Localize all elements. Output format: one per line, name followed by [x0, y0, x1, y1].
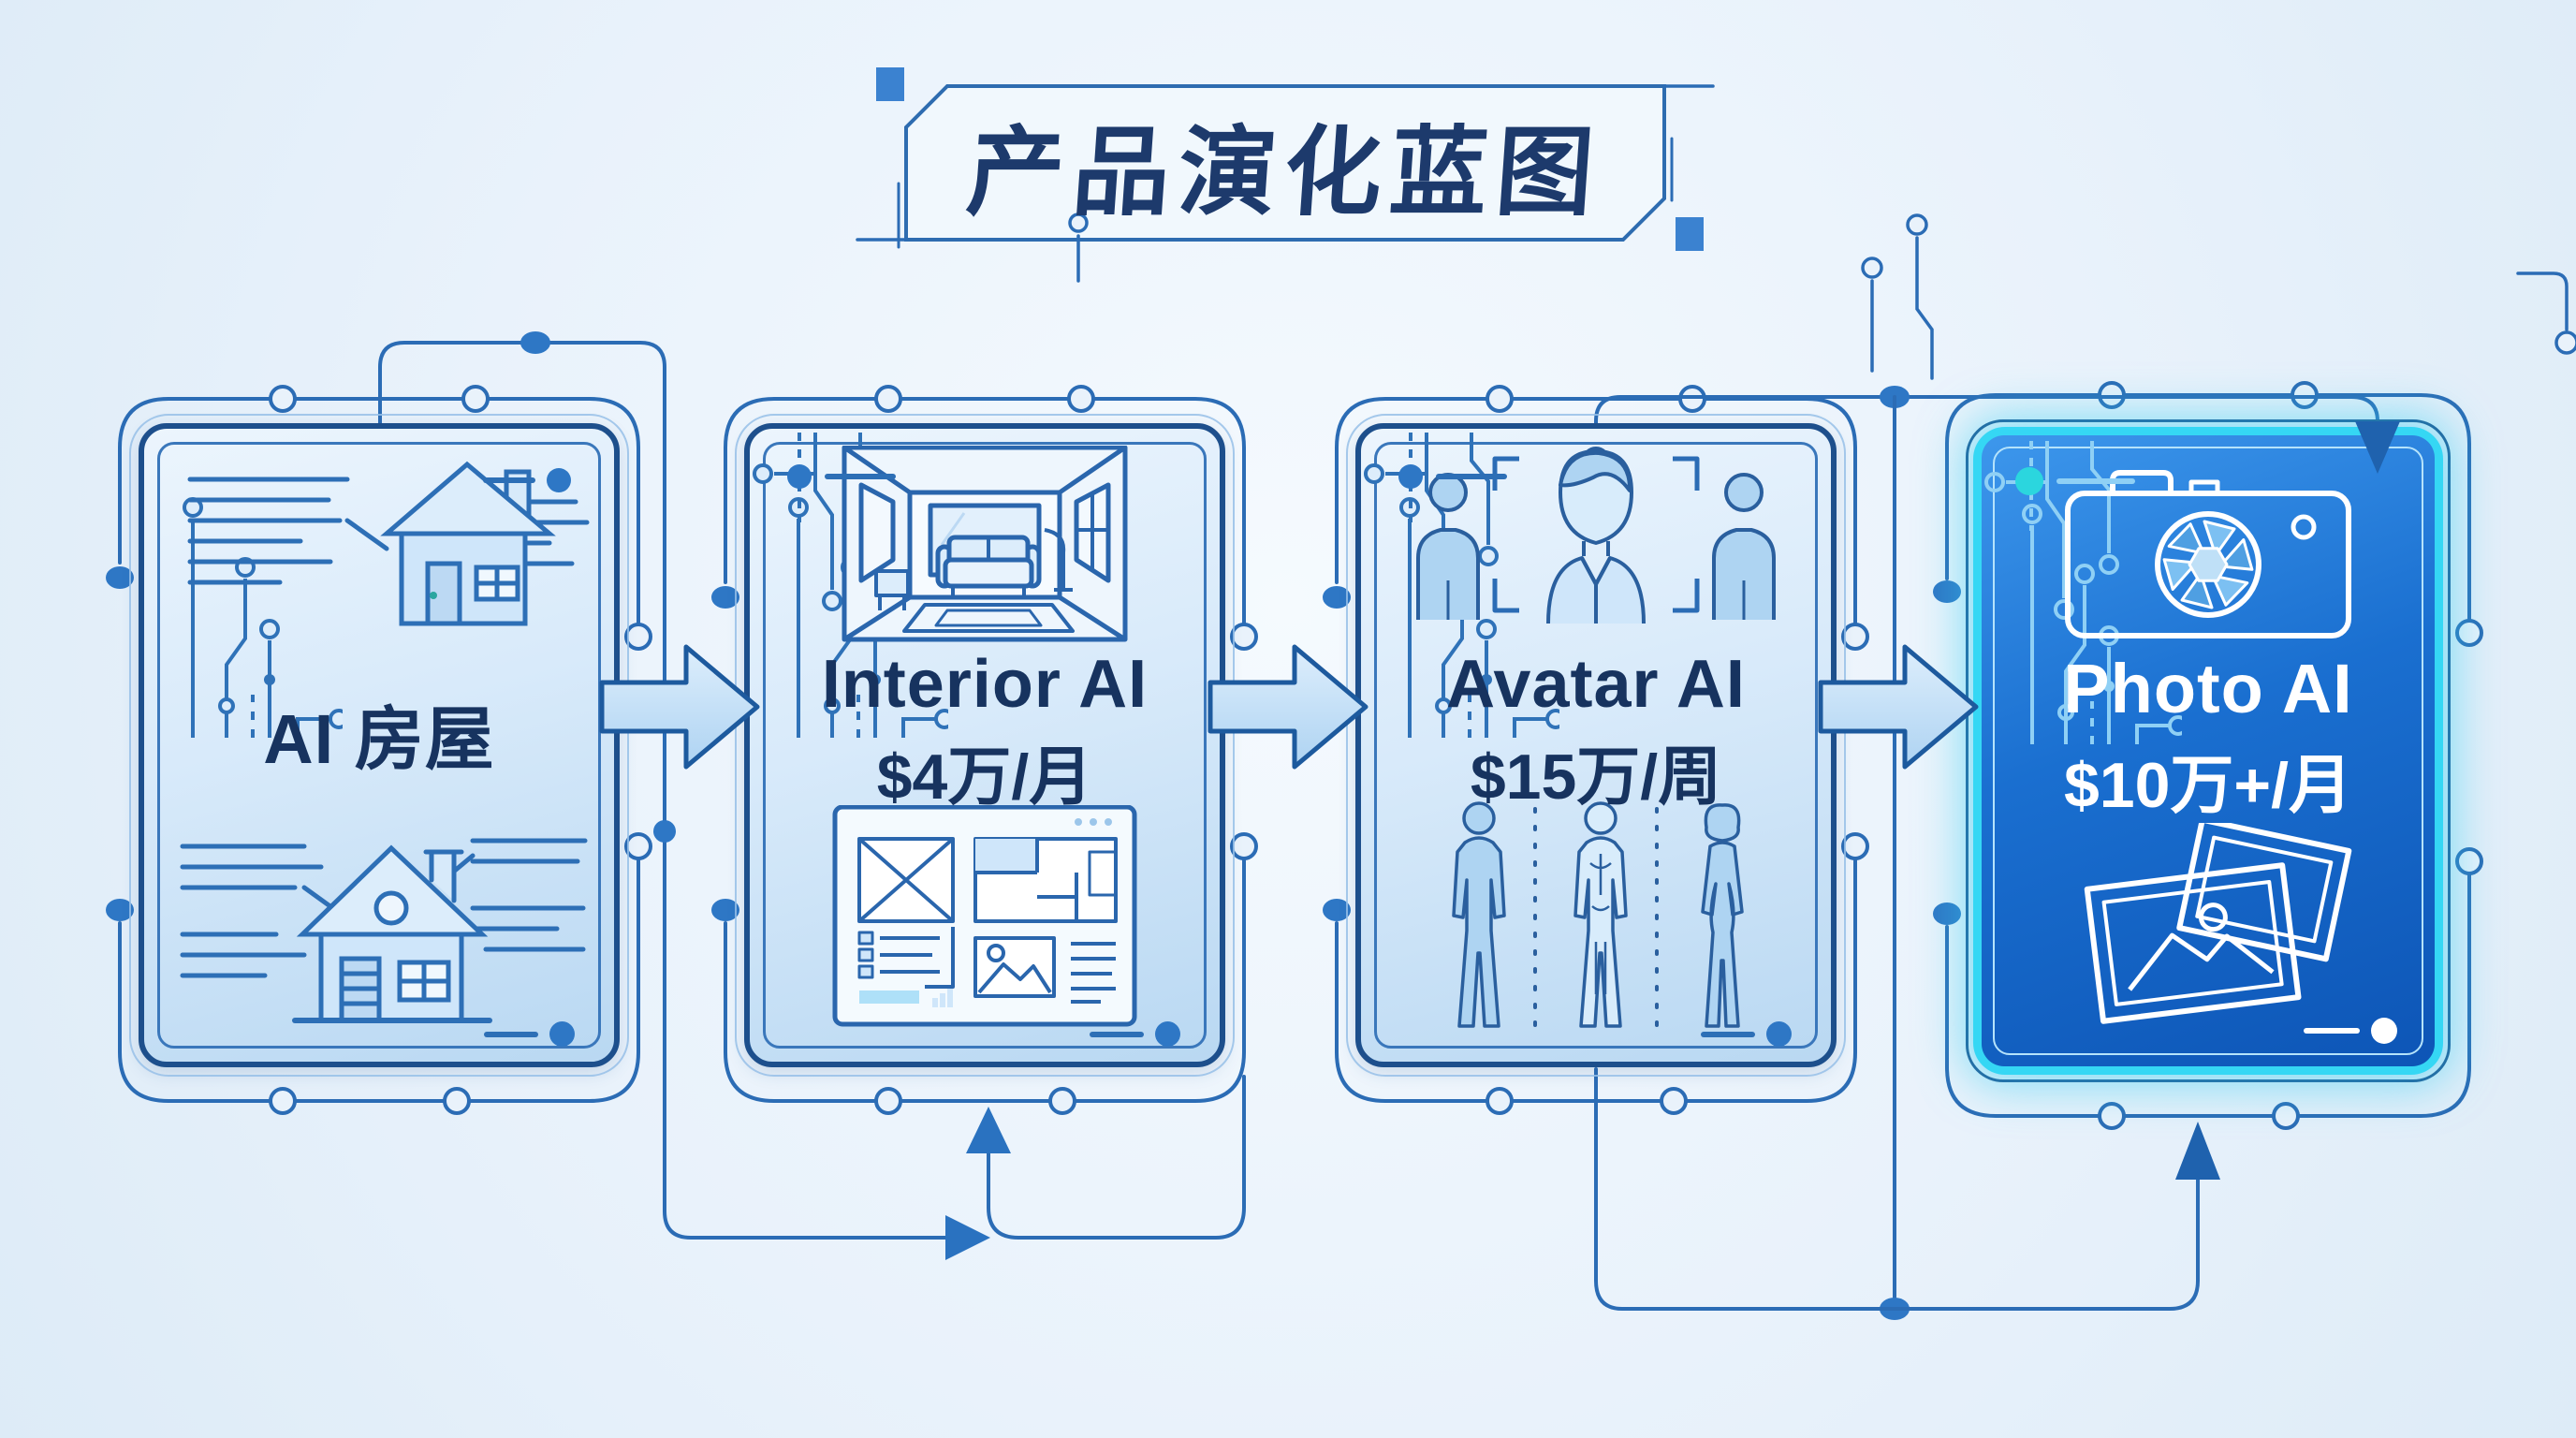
card-corner-marker	[787, 464, 896, 489]
card-interior-ai: Interior AI $4万/月	[735, 414, 1235, 1077]
card-glow: Photo AI $10万+/月	[1973, 427, 2443, 1075]
flow-line-into-card2	[987, 1075, 1246, 1240]
arrow-right-icon	[945, 1215, 990, 1260]
card-corner-marker	[1701, 1021, 1792, 1047]
figure-female	[1701, 803, 1744, 1028]
card-avatar-ai: Avatar AI $15万/周	[1346, 414, 1846, 1077]
figure-male	[1452, 801, 1506, 1028]
house-large-icon	[164, 803, 594, 1037]
card-price: $15万/周	[1470, 741, 1722, 813]
page-title: 产品演化蓝图	[963, 118, 1606, 227]
card-corner-marker	[2015, 467, 2135, 495]
card-name: AI 房屋	[263, 700, 495, 778]
card-name: Photo AI	[2063, 650, 2353, 727]
webpage-wireframe-icon	[769, 805, 1200, 1030]
figure-anatomy	[1573, 801, 1628, 1028]
card-name: Avatar AI	[1446, 647, 1746, 722]
card-price: $4万/月	[876, 741, 1093, 813]
card-price: $10万+/月	[2063, 750, 2353, 821]
card-corner-marker	[2304, 1018, 2397, 1044]
card-corner-marker	[483, 468, 571, 492]
body-figures-icon	[1381, 796, 1811, 1041]
arrow-up-into-card4-icon	[2175, 1122, 2220, 1180]
title-corner-square-icon	[1676, 217, 1704, 251]
bust-left	[1416, 473, 1480, 620]
card-photo-ai: Photo AI $10万+/月	[1966, 419, 2451, 1082]
house	[292, 844, 492, 1023]
arrow-up-into-card2-icon	[966, 1107, 1011, 1153]
photo-stack-icon	[1993, 823, 2423, 1029]
card-corner-marker	[1398, 464, 1507, 489]
card-corner-marker	[1090, 1021, 1180, 1047]
card-corner-marker	[484, 1021, 575, 1047]
title-corner-square-icon	[876, 67, 904, 101]
portrait-woman	[1546, 447, 1646, 624]
photo-front	[2084, 862, 2302, 1024]
bust-right	[1712, 473, 1776, 620]
flow-line-card3-to-card4-bottom	[1594, 1067, 2200, 1311]
card-name: Interior AI	[821, 647, 1149, 722]
card-ai-house: AI 房屋	[129, 414, 629, 1077]
